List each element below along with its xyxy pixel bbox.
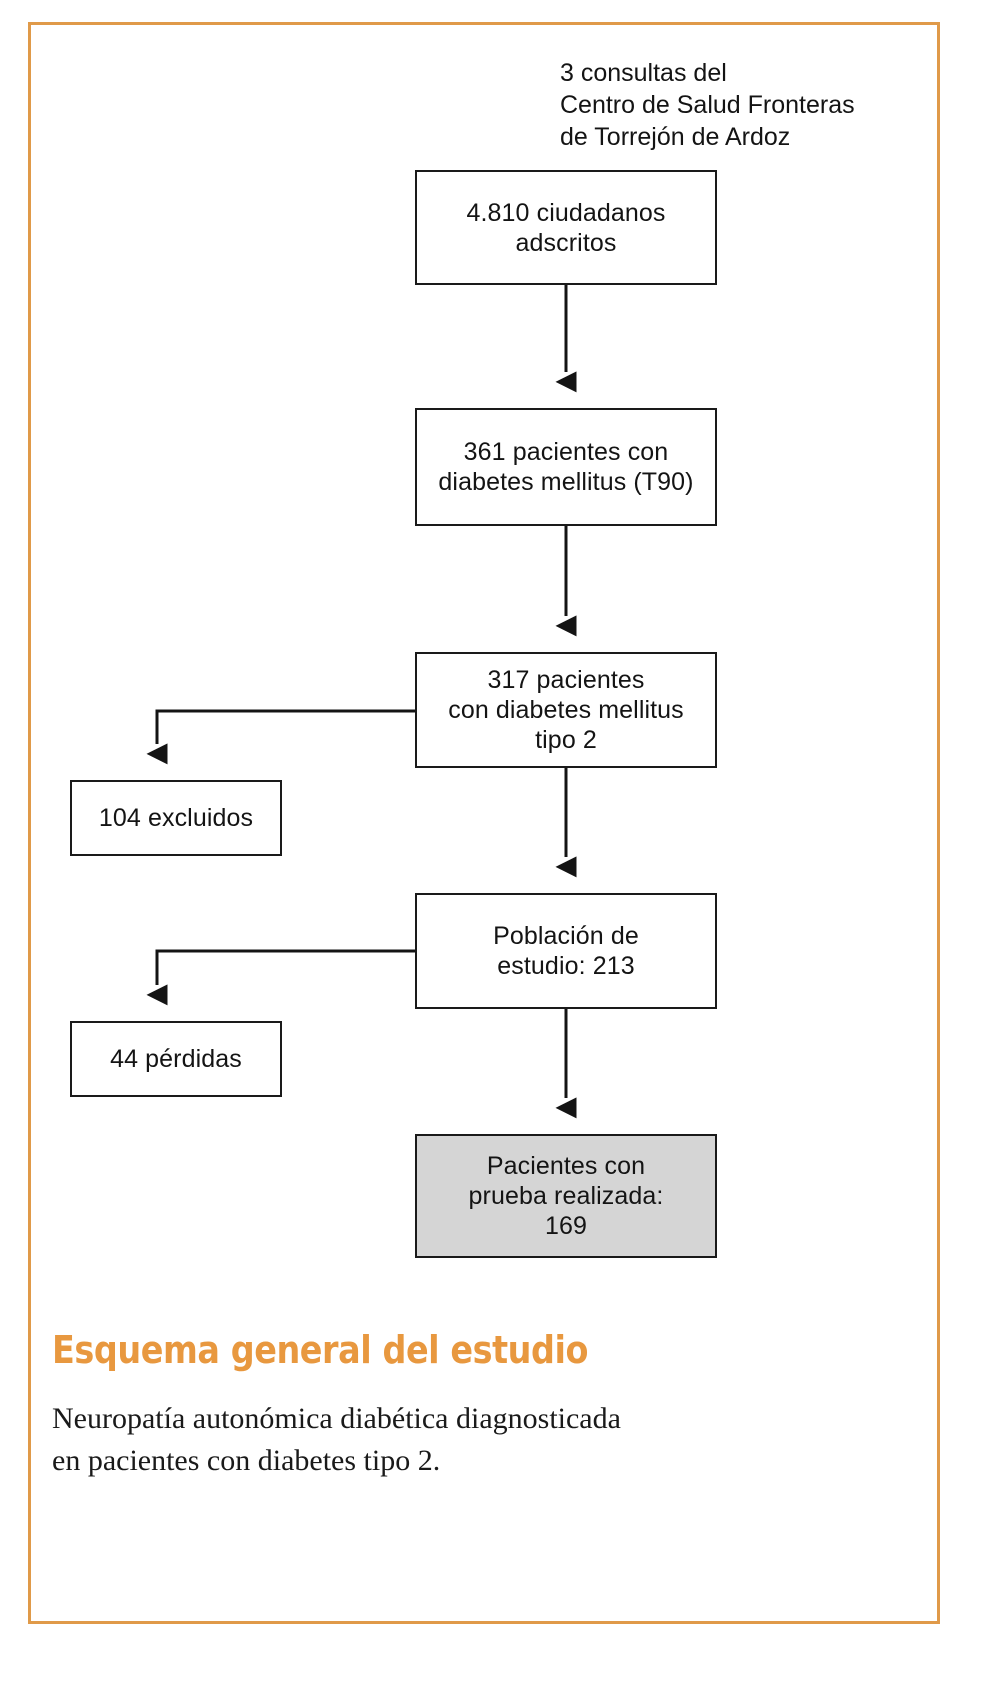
flow-node-diabetes-tipo2: 317 pacientes con diabetes mellitus tipo… — [415, 652, 717, 768]
flow-node-perdidas: 44 pérdidas — [70, 1021, 282, 1097]
flow-node-prueba-realizada: Pacientes con prueba realizada: 169 — [415, 1134, 717, 1258]
flow-node-adscritos: 4.810 ciudadanos adscritos — [415, 170, 717, 285]
header-note: 3 consultas del Centro de Salud Frontera… — [560, 59, 855, 151]
caption-body: Neuropatía autonómica diabética diagnost… — [52, 1401, 621, 1478]
flowchart-canvas: 3 consultas del Centro de Salud Frontera… — [70, 59, 855, 1258]
caption-block: Esquema general del estudio Neuropatía a… — [52, 1328, 912, 1483]
flow-node-excluidos: 104 excluidos — [70, 780, 282, 856]
flow-node-poblacion-estudio: Población de estudio: 213 — [415, 893, 717, 1009]
edge-tipo2-excluidos — [146, 709, 415, 765]
flowchart-connectors — [146, 285, 577, 1119]
edge-poblacion-perdidas — [146, 949, 415, 1006]
caption-title: Esquema general del estudio — [52, 1328, 589, 1372]
flow-node-diabetes-t90: 361 pacientes con diabetes mellitus (T90… — [415, 408, 717, 526]
